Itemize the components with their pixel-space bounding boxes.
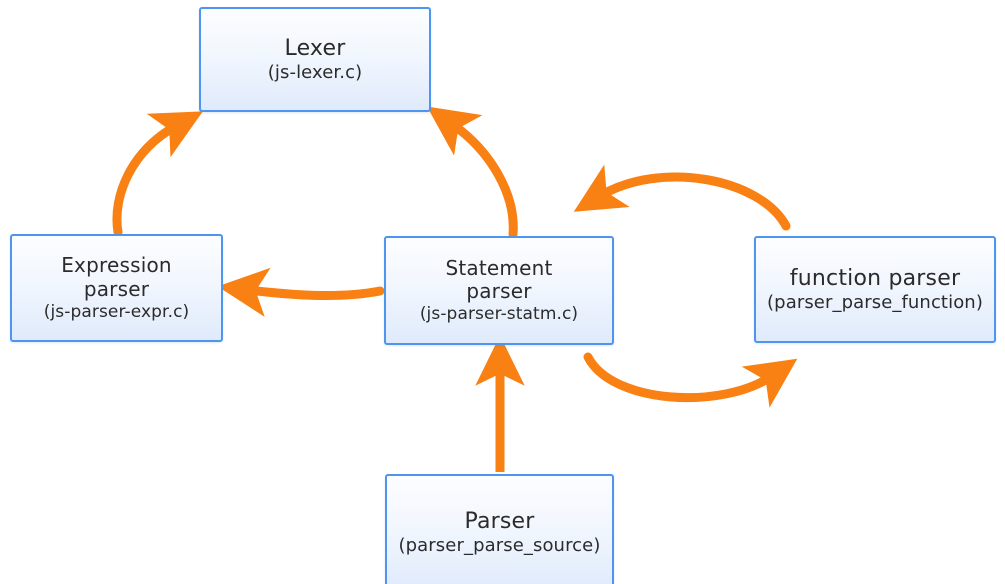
arrow-statement-to-lexer bbox=[426, 106, 518, 239]
arrow-expression-to-lexer bbox=[112, 111, 203, 237]
node-lexer[interactable]: Lexer (js-lexer.c) bbox=[199, 7, 431, 112]
node-statement-parser-title-line2: parser bbox=[466, 279, 532, 304]
node-expression-parser[interactable]: Expression parser (js-parser-expr.c) bbox=[10, 234, 223, 342]
arrow-statement-to-expression bbox=[217, 267, 385, 317]
node-function-parser[interactable]: function parser (parser_parse_function) bbox=[754, 236, 996, 343]
node-statement-parser-subtitle: (js-parser-statm.c) bbox=[419, 304, 579, 325]
node-function-parser-subtitle: (parser_parse_function) bbox=[767, 291, 983, 313]
node-statement-parser[interactable]: Statement parser (js-parser-statm.c) bbox=[384, 236, 614, 345]
node-expression-parser-subtitle: (js-parser-expr.c) bbox=[43, 301, 190, 322]
arrow-function-to-statement bbox=[573, 164, 791, 231]
node-statement-parser-title-line1: Statement bbox=[445, 255, 553, 280]
node-expression-parser-title-line2: parser bbox=[83, 276, 150, 301]
node-parser[interactable]: Parser (parser_parse_source) bbox=[385, 474, 614, 584]
node-function-parser-title: function parser bbox=[789, 265, 961, 291]
node-lexer-subtitle: (js-lexer.c) bbox=[267, 61, 363, 83]
arrow-statement-to-function bbox=[583, 352, 798, 408]
node-parser-title: Parser bbox=[464, 509, 535, 535]
node-parser-subtitle: (parser_parse_source) bbox=[398, 535, 601, 557]
node-expression-parser-title-line1: Expression bbox=[61, 253, 172, 278]
node-lexer-title: Lexer bbox=[284, 35, 346, 61]
